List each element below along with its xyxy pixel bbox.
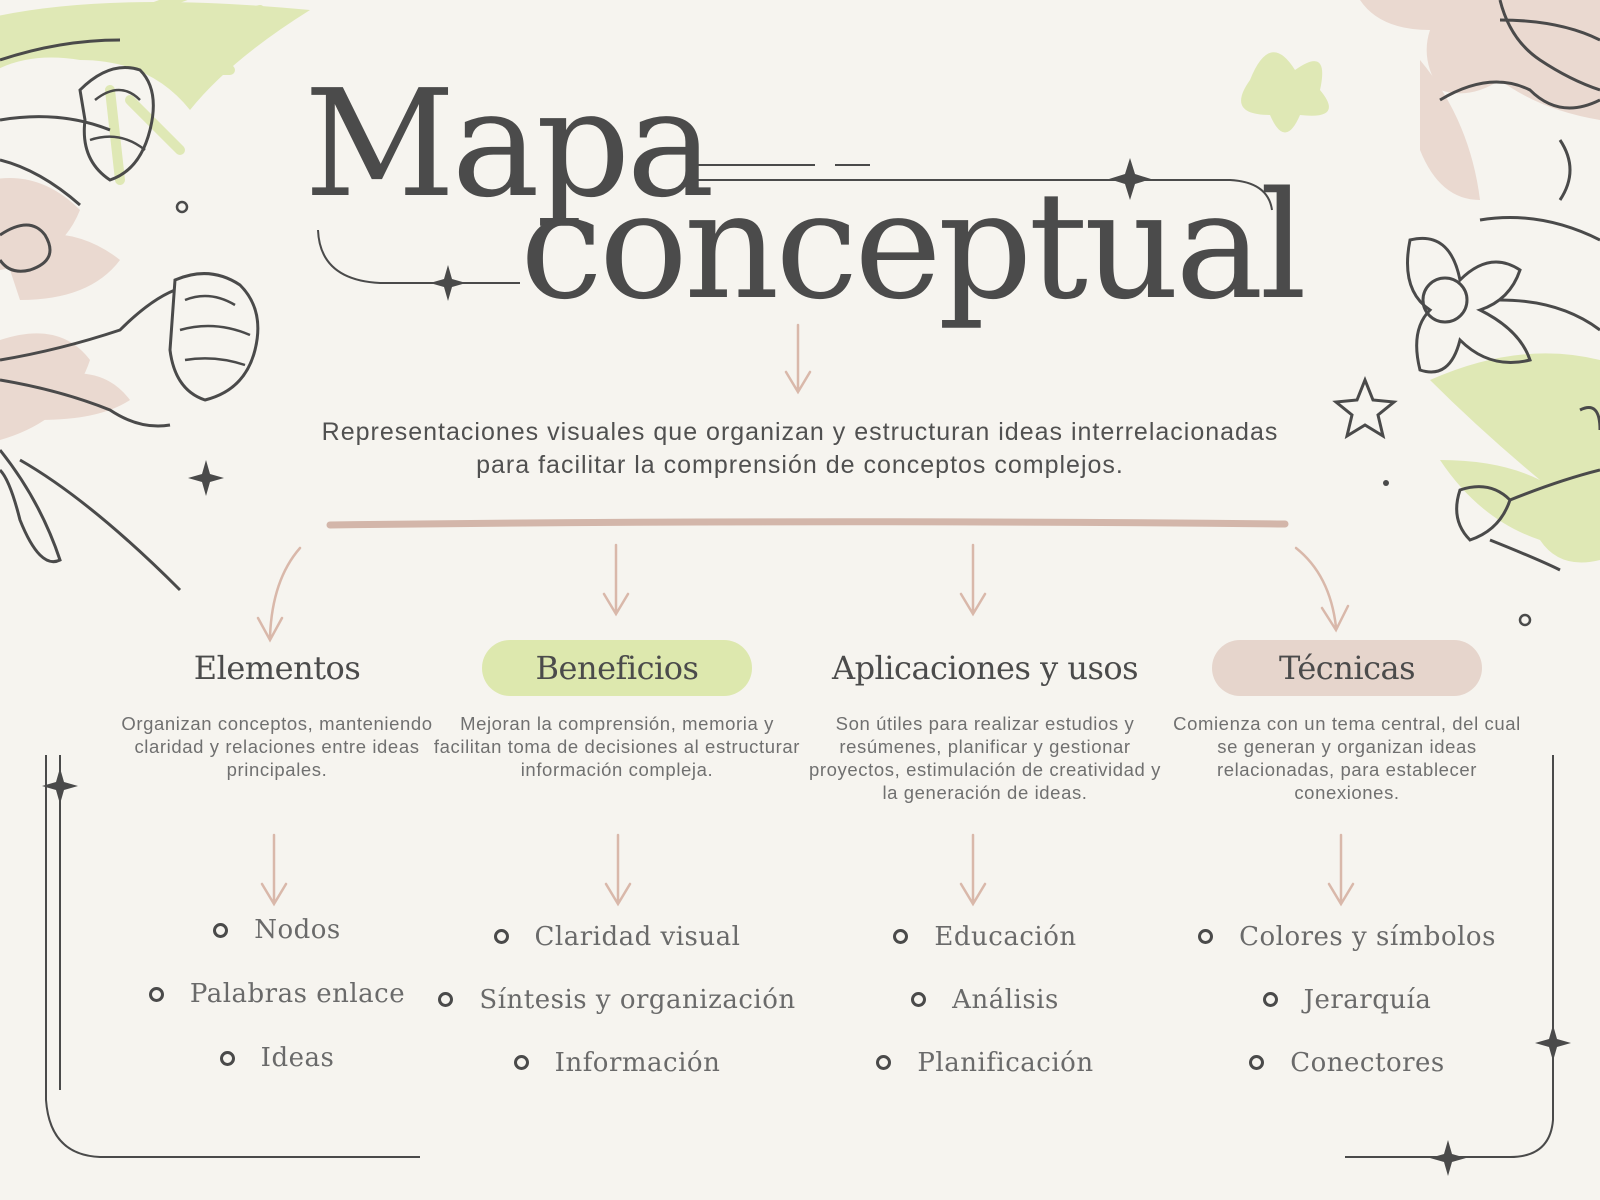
bullet-icon [876,1055,892,1070]
title-ornament-lines [317,164,1273,284]
column-beneficios: Beneficios Mejoran la comprensión, memor… [427,640,807,1078]
bullet-icon [911,992,927,1007]
arrow-icon [256,323,1355,907]
list-item: Ideas [87,1026,467,1090]
bullet-icon [213,922,229,938]
list-item: Colores y símbolos [1157,905,1537,968]
bullet-icon [148,986,164,1002]
bullet-icon [1198,929,1214,944]
page-title-line-1: Mapa [304,58,715,230]
column-description: Mejoran la comprensión, memoria y facili… [433,713,801,780]
top-right-foliage-icon [1241,0,1600,627]
page-title-line-2: conceptual [520,160,1307,332]
bullet-icon [893,929,909,944]
column-title: Beneficios [482,640,752,696]
column-description: Comienza con un tema central, del cual s… [1173,713,1521,803]
bullet-icon [1262,992,1278,1007]
list-item: Análisis [795,968,1175,1031]
column-title: Elementos [193,649,361,687]
bullet-icon [493,929,509,944]
column-description: Organizan conceptos, manteniendo clarida… [121,713,433,780]
bullet-icon [219,1050,235,1066]
main-description: Representaciones visuales que organizan … [321,418,1279,479]
divider-line [326,518,1289,529]
bullet-icon [1249,1055,1265,1070]
column-aplicaciones: Aplicaciones y usos Son útiles para real… [795,640,1175,1078]
item-list: Nodos Palabras enlace Ideas [87,898,467,1090]
column-tecnicas: Técnicas Comienza con un tema central, d… [1157,640,1537,1078]
frame-lines [45,755,1554,1158]
column-title: Aplicaciones y usos [831,649,1139,687]
list-item: Claridad visual [427,905,807,968]
list-item: Jerarquía [1157,968,1537,1031]
item-list: Educación Análisis Planificación [795,905,1175,1094]
list-item: Planificación [795,1031,1175,1094]
top-left-foliage-icon [0,0,310,592]
list-item: Conectores [1157,1031,1537,1094]
list-item: Información [427,1031,807,1094]
column-title: Técnicas [1212,640,1482,696]
list-item: Educación [795,905,1175,968]
item-list: Claridad visual Síntesis y organización … [427,905,807,1094]
list-item: Palabras enlace [87,962,467,1026]
list-item: Nodos [87,898,467,962]
bullet-icon [438,992,454,1007]
list-item: Síntesis y organización [427,968,807,1031]
bullet-icon [513,1055,529,1070]
column-description: Son útiles para realizar estudios y resú… [808,713,1162,803]
column-elementos: Elementos Organizan conceptos, mantenien… [87,640,467,1073]
item-list: Colores y símbolos Jerarquía Conectores [1157,905,1537,1094]
